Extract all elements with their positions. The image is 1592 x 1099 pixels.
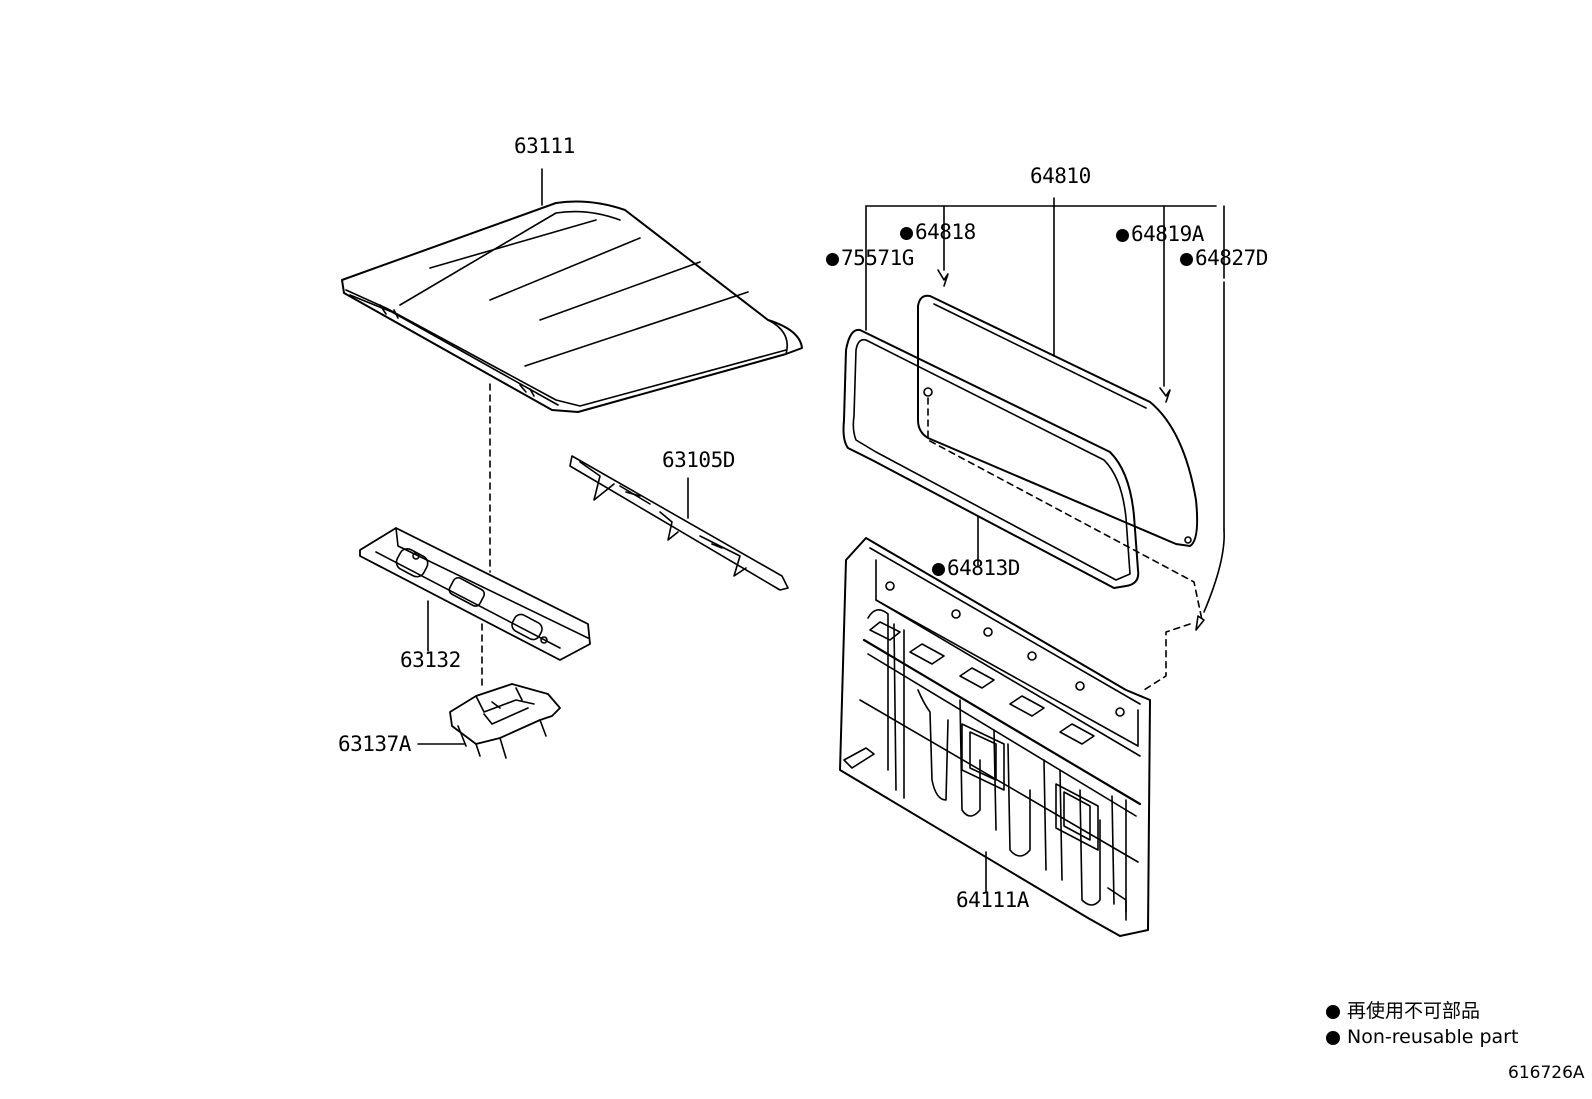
spacer-number: 64819A [1131,222,1204,246]
non-reusable-marker-icon [826,253,839,266]
figure-id: 616726A [1508,1063,1585,1083]
legend-dot-icon [1326,1031,1340,1045]
label-roof-bow[interactable]: 63105D [662,448,735,472]
legend-english: Non-reusable part [1326,1026,1518,1048]
label-back-window-glass[interactable]: 64810 [1030,164,1091,188]
label-retainer-clip[interactable]: 64818 [900,220,976,244]
stopper-number: 64827D [1195,246,1268,270]
roof-panel-drawing [341,200,803,413]
roof-reinforcement-drawing [359,527,591,661]
label-roof-reinforcement[interactable]: 63132 [400,648,461,672]
label-roof-panel[interactable]: 63111 [514,134,575,158]
non-reusable-marker-icon [1116,229,1129,242]
weatherstrip-number: 75571G [841,246,914,270]
legend-japanese-text: 再使用不可部品 [1347,1000,1481,1022]
legend-english-text: Non-reusable part [1347,1026,1519,1048]
roof-bow-drawing [569,455,789,591]
legend-dot-icon [1326,1005,1340,1019]
non-reusable-marker-icon [932,563,945,576]
non-reusable-marker-icon [900,227,913,240]
glass-dam-number: 64813D [947,556,1020,580]
roof-bracket-drawing [449,683,561,759]
label-weatherstrip[interactable]: 75571G [826,246,914,270]
non-reusable-marker-icon [1180,253,1193,266]
back-window-drawing [842,269,1199,589]
label-spacer[interactable]: 64819A [1116,222,1204,246]
legend-japanese: 再使用不可部品 [1326,1000,1480,1022]
label-back-panel[interactable]: 64111A [956,888,1029,912]
back-panel-drawing [839,537,1151,937]
label-stopper[interactable]: 64827D [1180,246,1268,270]
label-glass-dam[interactable]: 64813D [932,556,1020,580]
retainer-clip-number: 64818 [915,220,976,244]
label-roof-bracket[interactable]: 63137A [338,732,411,756]
